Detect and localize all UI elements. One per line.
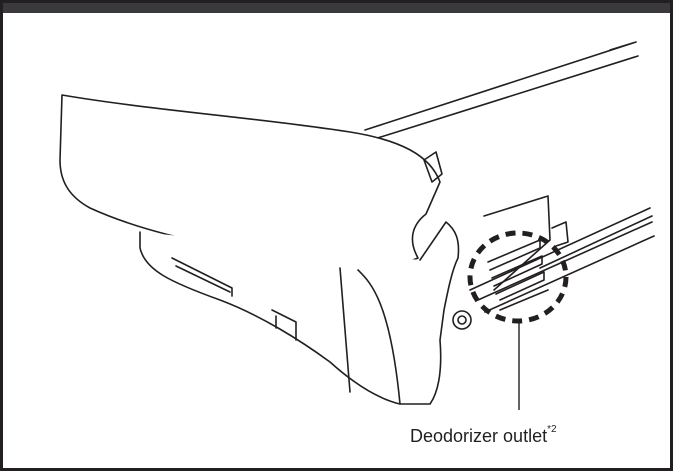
vent-slats bbox=[487, 239, 549, 311]
screw-outer bbox=[452, 310, 472, 330]
deodorizer-highlight-circle bbox=[467, 230, 569, 324]
lid-body bbox=[59, 94, 441, 266]
screw-inner bbox=[457, 315, 467, 325]
vent-clip bbox=[551, 221, 569, 247]
deodorizer-outlet-label: Deodorizer outlet*2 bbox=[410, 424, 557, 447]
side-tab bbox=[271, 309, 297, 341]
top-rail-back bbox=[364, 41, 639, 143]
corner-edge bbox=[339, 267, 401, 405]
callout-label-text: Deodorizer outlet bbox=[410, 426, 548, 446]
header-bar bbox=[0, 0, 673, 13]
callout-note-marker: *2 bbox=[547, 424, 557, 435]
body-side-panel bbox=[139, 221, 460, 405]
side-slot bbox=[171, 257, 233, 297]
latch bbox=[423, 151, 443, 183]
